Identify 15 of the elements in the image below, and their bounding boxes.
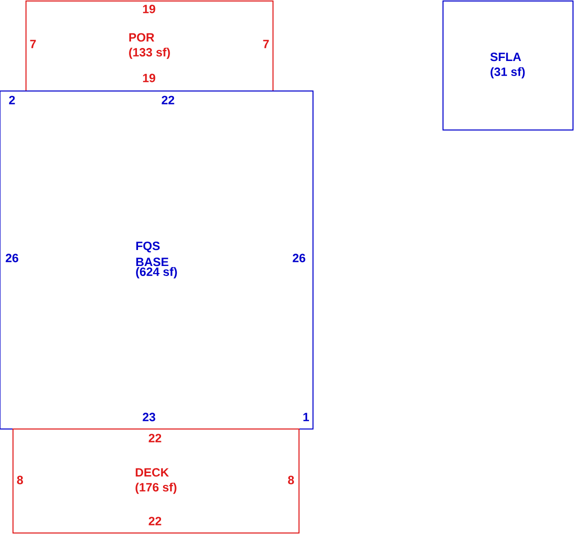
dimension-label: 22 (148, 516, 162, 526)
dimension-label: 22 (148, 434, 162, 442)
dimension-label: 26 (6, 254, 18, 262)
dimension-label: 22 (162, 96, 174, 104)
dimension-label: 8 (288, 476, 294, 484)
dimension-label: 19 (143, 4, 156, 14)
dimension-label: 23 (142, 412, 156, 422)
dimension-label: 7 (263, 40, 269, 48)
dimension-label: 2 (9, 96, 15, 104)
dimension-label: 8 (17, 476, 23, 484)
dimension-label: 26 (292, 254, 306, 262)
room-box: SFLA (31 sf) (442, 0, 574, 130)
dimension-label: 1 (303, 412, 309, 422)
dimension-label: 7 (30, 40, 36, 48)
dimension-label: 19 (143, 74, 156, 82)
